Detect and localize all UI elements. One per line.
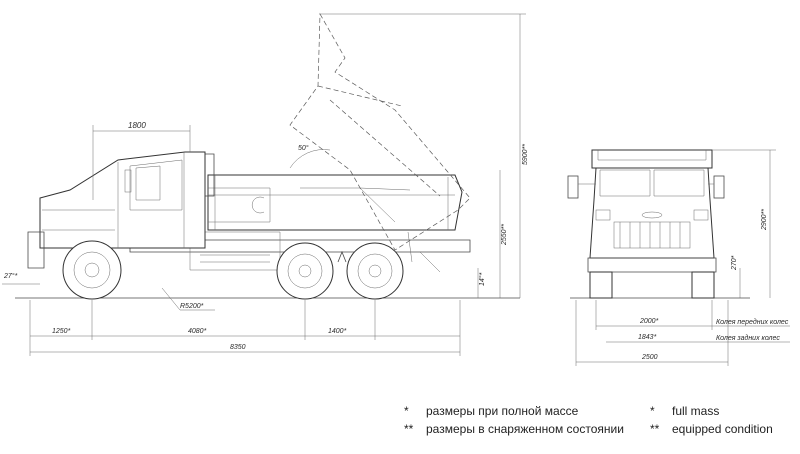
front-view: 2900** 270* 2000* 1843* 2500 Колея перед… <box>567 149 790 366</box>
cab-side <box>39 151 206 249</box>
rear-ground-height-dim: 14°* <box>478 272 486 286</box>
rear-axle-spacing-dim: 1400* <box>328 328 347 335</box>
legend-en-full: full mass <box>672 404 720 418</box>
legend-en-equipped-row: ** equipped condition <box>650 420 773 438</box>
rear-wheel-1 <box>276 242 334 300</box>
body-height-dim: 2550** <box>501 224 508 246</box>
legend-ru-equipped-row: ** размеры в снаряженном состоянии <box>404 420 624 438</box>
legend-ru-full-row: * размеры при полной массе <box>404 402 624 420</box>
legend-en-equipped: equipped condition <box>672 422 773 436</box>
ground-clearance-dim: 270* <box>731 255 738 271</box>
cab-front <box>589 167 715 259</box>
front-right-wheel <box>691 271 715 299</box>
legend-russian: * размеры при полной массе ** размеры в сн… <box>404 402 624 438</box>
tipping-angle-dim: 50° <box>298 144 309 152</box>
front-left-wheel <box>589 271 613 299</box>
dump-height-dim: 5900** <box>522 144 529 165</box>
rear-wheel-2 <box>346 242 404 300</box>
raised-dump-body <box>289 12 471 251</box>
front-wheel <box>62 240 122 300</box>
legend-star: * <box>404 404 409 418</box>
legend-ru-equipped: размеры в снаряженном состоянии <box>426 422 624 436</box>
front-track-dim: 2000* <box>639 318 659 325</box>
legend-english: * full mass ** equipped condition <box>650 402 773 438</box>
legend-star: ** <box>404 422 414 436</box>
rear-track-dim: 1843* <box>638 334 657 341</box>
front-ground-height-dim: 27°* <box>3 272 18 280</box>
legend-star: ** <box>650 422 660 436</box>
legend-ru-full: размеры при полной массе <box>426 404 579 418</box>
overall-height-dim: 2900** <box>761 209 768 231</box>
rear-track-label: Колея задних колес <box>716 334 780 342</box>
dump-body <box>207 174 463 231</box>
wheelbase-dim: 4080* <box>188 328 207 335</box>
side-view: 1800 50° 5900** 2550** 14°* 27°* R5200* … <box>2 12 529 356</box>
legend-en-full-row: * full mass <box>650 402 773 420</box>
overall-width-dim: 2500 <box>641 354 658 361</box>
overall-length-dim: 8350 <box>230 344 246 351</box>
front-overhang-dim: 1250* <box>52 328 71 335</box>
turn-radius-dim: R5200* <box>180 303 204 310</box>
front-track-label: Колея передних колес <box>716 318 789 326</box>
legend-star: * <box>650 404 655 418</box>
cab-width-dim: 1800 <box>128 121 146 130</box>
